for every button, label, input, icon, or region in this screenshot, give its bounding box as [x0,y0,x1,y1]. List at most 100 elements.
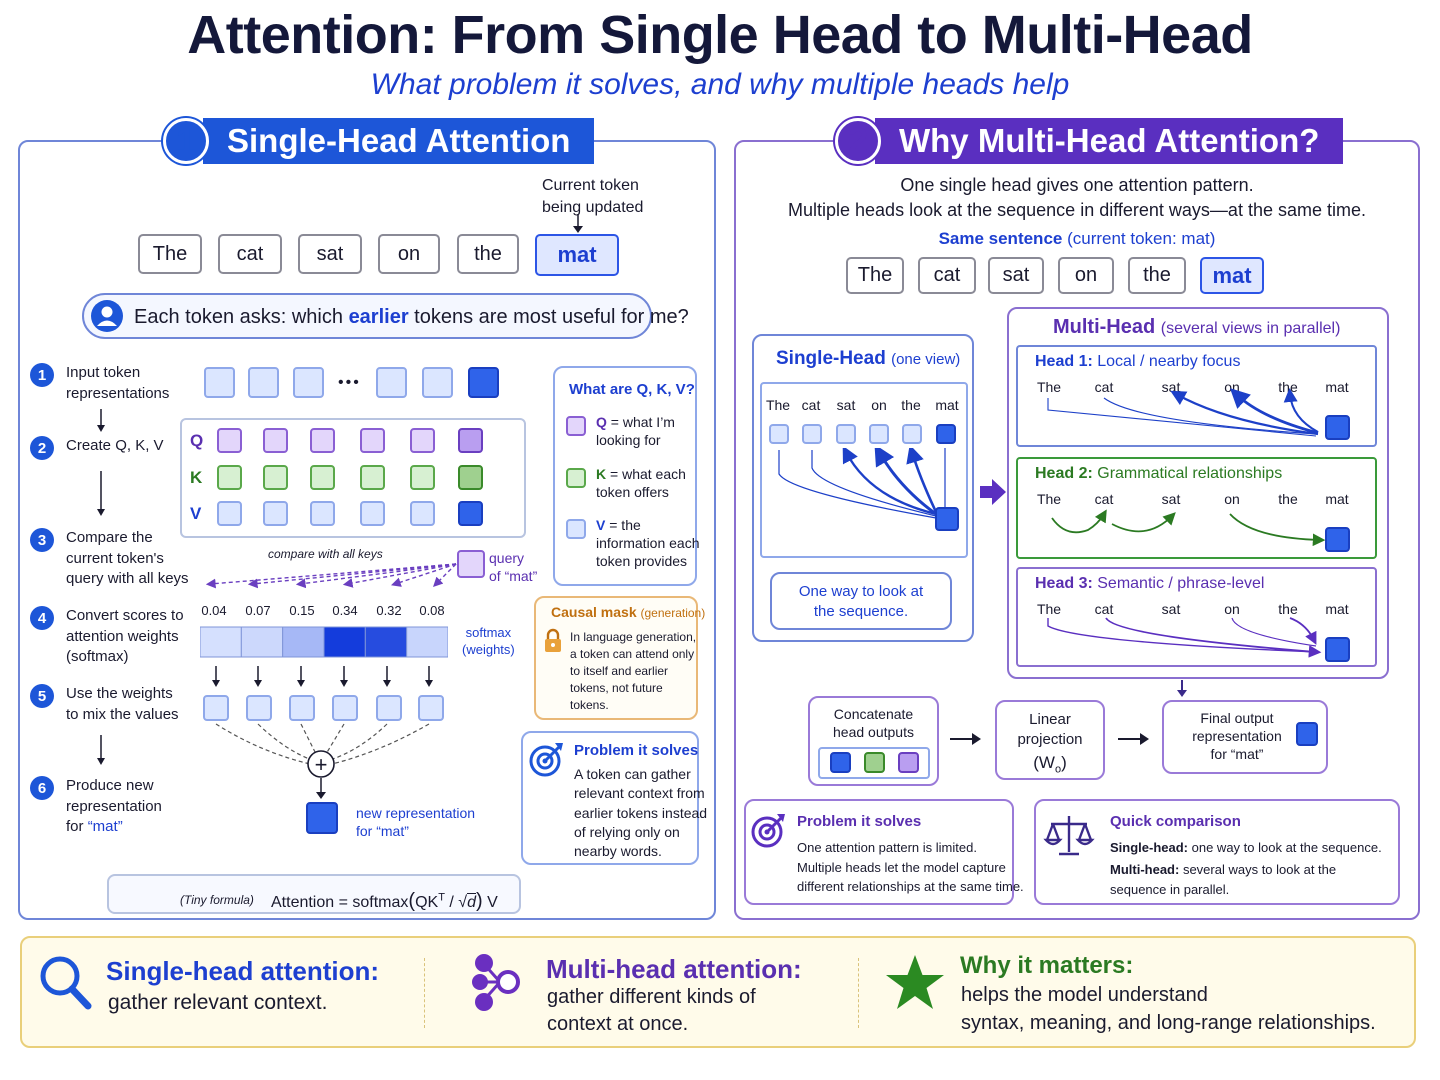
token-the-4: the [457,234,519,274]
page-subtitle: What problem it solves, and why multiple… [370,68,1070,101]
weight-label-4: 0.32 [376,603,402,618]
head-3-word-4: the [1278,601,1298,617]
single-head-note: (one view) [891,351,961,368]
causal-mask-text: In language generation, a token can atte… [570,630,697,713]
section-number-2: 2 [835,118,881,164]
single-head-word-3: on [871,397,887,413]
attention-weight-bar [200,626,448,658]
weight-cell-1 [240,626,284,658]
head-1-word-0: The [1036,379,1062,395]
query-square [457,550,485,578]
current-token-arrow [573,214,583,233]
weight-label-1: 0.07 [245,603,271,618]
token-cat-1: cat [918,257,976,294]
weight-label-5: 0.08 [419,603,445,618]
balance-scale-icon [1043,816,1095,856]
single-head-diagram [760,382,968,558]
weight-cell-5 [406,626,448,658]
intro-line-1: One single head gives one attention patt… [900,175,1254,195]
causal-mask-heading: Causal mask [551,604,637,620]
token-sat-2: sat [298,234,362,274]
k-legend-text: K = what each token offers [596,465,686,501]
v-desc: = the information each token provides [596,517,700,570]
single-head-word-4: the [901,397,921,413]
head-2-word-4: the [1278,491,1298,507]
single-head-square-2 [836,424,856,444]
single-head-square-1 [802,424,822,444]
linear-w-close: ) [1061,753,1067,772]
weight-cell-2 [282,626,325,658]
single-head-section-header: 1 Single-Head Attention [163,116,595,166]
weight-cell-0 [200,626,242,658]
weight-label-3: 0.34 [332,603,358,618]
step-text-3: Compare the current token's query with a… [66,529,189,588]
k-key: K [596,466,607,482]
star-icon [886,955,944,1009]
linear-w: (W [1033,753,1055,772]
linear-projection-box [995,700,1105,780]
lock-icon [545,628,561,652]
token-question-text: Each token asks: which earlier tokens ar… [134,304,689,331]
head-2-label: Head 2: [1035,465,1093,482]
user-icon [91,300,123,332]
qkv-square-k-5 [458,465,483,490]
head-3-description: Semantic / phrase-level [1097,575,1265,592]
step-number-2: 2 [30,436,54,460]
query-label: query of “mat” [489,550,538,584]
footer-single-text: gather relevant context. [108,991,328,1014]
value-square-4 [376,695,402,721]
single-head-word-5: mat [935,397,959,413]
step-text-6: Produce new representation for “mat” [66,776,162,838]
footer-why-title: Why it matters: [960,952,1134,979]
final-output-square [1296,722,1318,746]
linear-to-final-arrow [1118,733,1149,745]
token-the-0: The [846,257,904,294]
formula-softmax: softmax [352,894,409,911]
single-head-square-3 [869,424,889,444]
token-the-4: the [1128,257,1186,294]
causal-mask-title: Causal mask (generation) [551,603,705,622]
step-number-5: 5 [30,684,54,708]
same-sentence-label: Same sentence (current token: mat) [734,228,1420,251]
comparison-single: Single-head: one way to look at the sequ… [1110,839,1382,857]
final-output-label: Final output representation for “mat” [1192,710,1282,763]
formula-d: d [467,893,476,911]
new-representation-label: new representation for “mat” [356,805,476,840]
qkv-box-title: What are Q, K, V? [569,381,695,398]
head-2-word-3: on [1224,491,1240,507]
head-1-word-5: mat [1325,379,1349,395]
qkv-square-k-2 [310,465,335,490]
qkv-square-q-3 [360,428,385,453]
footer-divider-1 [424,958,425,1028]
qkv-square-k-4 [410,465,435,490]
input-square-5 [468,367,499,398]
to-multi-head-arrow [980,479,1006,505]
token-question-banner [82,293,652,339]
comparison-multi-text: several ways to look at the sequence in … [1110,862,1337,897]
problem-title-right: Problem it solves [797,813,922,830]
section-title-single-head: Single-Head Attention [203,118,595,164]
weight-cell-4 [364,626,408,658]
multi-head-section-header: 2 Why Multi-Head Attention? [835,116,1344,166]
head-2-word-2: sat [1161,491,1181,507]
qkv-square-v-2 [310,501,335,526]
token-on-3: on [1058,257,1114,294]
token-sat-2: sat [988,257,1044,294]
qkv-square-k-3 [360,465,385,490]
compare-arrows [205,563,457,589]
head1-arrows [1047,388,1319,437]
step-number-6: 6 [30,776,54,800]
target-icon [529,743,563,777]
qkv-square-v-0 [217,501,242,526]
multi-head-view-title: Multi-Head (several views in parallel) [1053,314,1340,341]
single-head-square-5 [936,424,956,444]
formula-box [107,874,521,914]
head-2-word-0: The [1036,491,1062,507]
input-square-0 [204,367,235,398]
k-desc: = what each token offers [596,466,686,501]
multi-head-note: (several views in parallel) [1160,320,1341,337]
problem-title-left: Problem it solves [574,742,699,759]
step-text-4: Convert scores to attention weights (sof… [66,607,184,666]
same-sentence-rest: (current token: mat) [1062,229,1216,248]
plus-symbol: + [315,752,328,777]
